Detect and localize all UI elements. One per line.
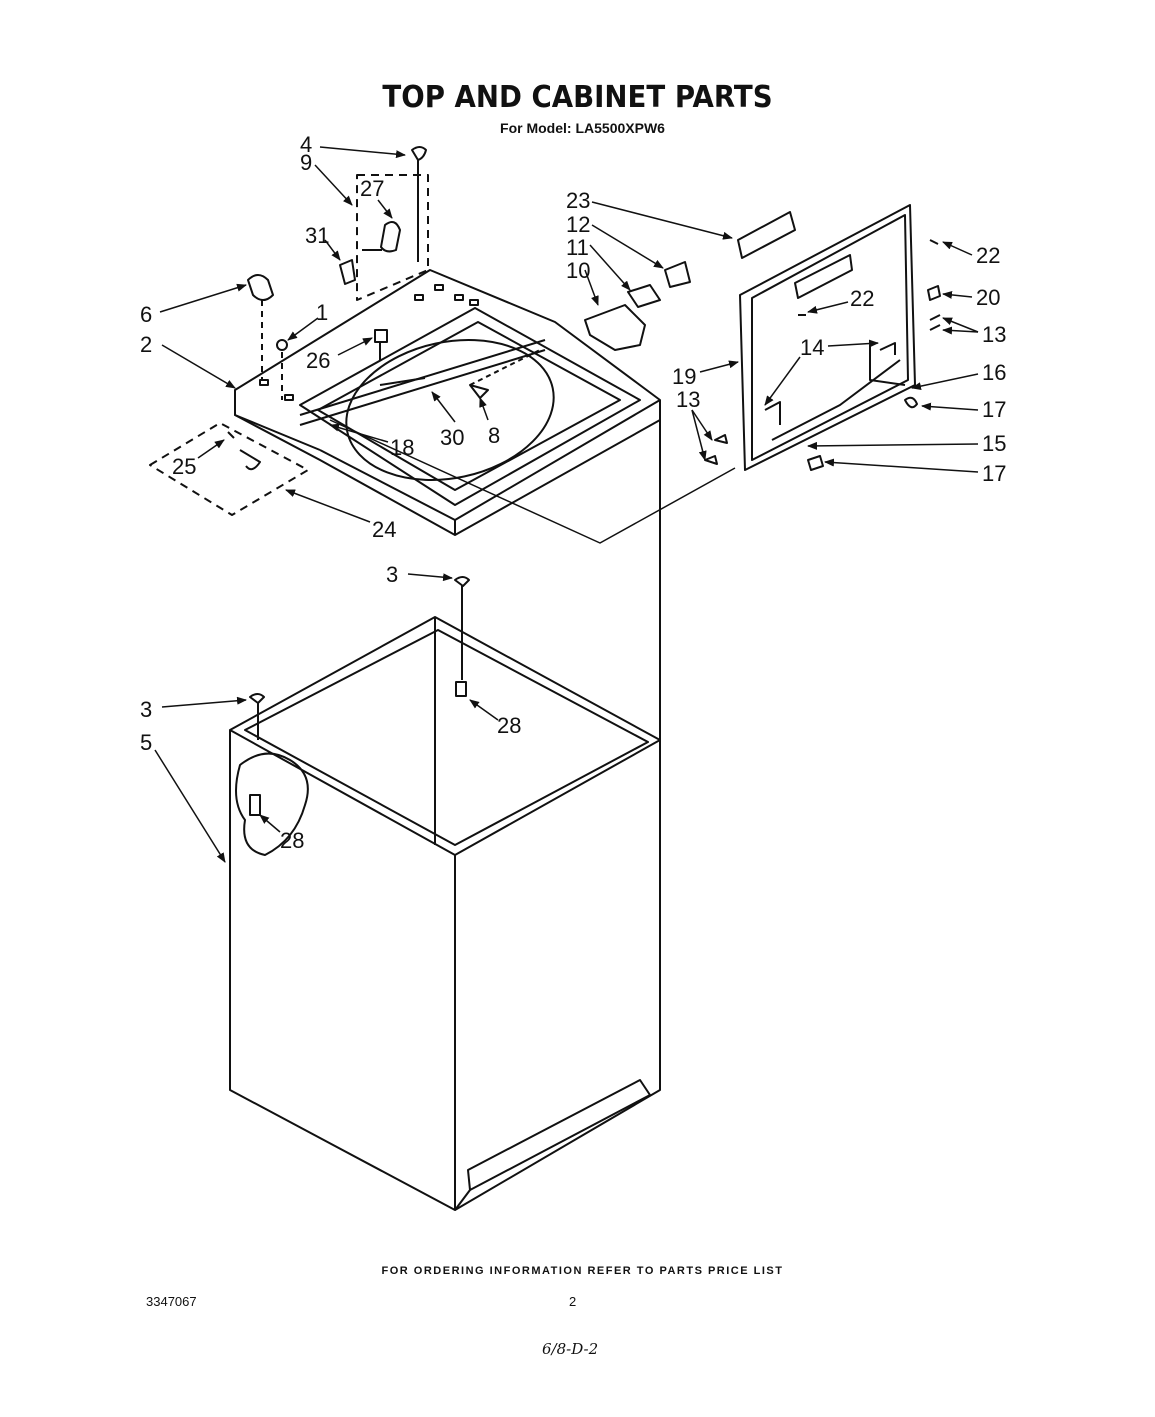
callout-20: 20: [976, 285, 1000, 310]
callout-26: 26: [306, 348, 330, 373]
callout-15: 15: [982, 431, 1006, 456]
page-number: 2: [569, 1294, 577, 1309]
callout-24: 24: [372, 517, 396, 542]
callout-13-left: 13: [676, 387, 700, 412]
callout-27: 27: [360, 176, 384, 201]
handwritten-note: 6/8-D-2: [542, 1340, 599, 1358]
callout-10: 10: [566, 258, 590, 283]
callout-8: 8: [488, 423, 500, 448]
callout-13-right: 13: [982, 322, 1006, 347]
callout-3-lower: 3: [140, 697, 152, 722]
callout-17-lower: 17: [982, 461, 1006, 486]
dashed-kit-box-24: [149, 422, 309, 516]
model-subtitle: For Model: LA5500XPW6: [500, 120, 665, 136]
callout-2: 2: [140, 332, 152, 357]
document-number: 3347067: [146, 1294, 197, 1309]
callout-6: 6: [140, 302, 152, 327]
callout-22-mid: 22: [850, 286, 874, 311]
callout-28-lower: 28: [280, 828, 304, 853]
callout-3-upper: 3: [386, 562, 398, 587]
lid-switch-parts: [584, 261, 691, 351]
ordering-note: FOR ORDERING INFORMATION REFER TO PARTS …: [381, 1265, 784, 1277]
callout-28-upper: 28: [497, 713, 521, 738]
callout-5: 5: [140, 730, 152, 755]
callout-18: 18: [390, 435, 414, 460]
callout-25: 25: [172, 454, 196, 479]
callout-11: 11: [566, 235, 589, 260]
callout-30: 30: [440, 425, 464, 450]
callout-1: 1: [316, 300, 328, 325]
callout-12: 12: [566, 212, 590, 237]
dashed-kit-box-9: [356, 174, 429, 301]
small-parts: [227, 146, 541, 471]
callout-4: 4: [300, 132, 312, 157]
callout-16: 16: [982, 360, 1006, 385]
callout-9: 9: [300, 150, 312, 175]
cabinet-body: [229, 420, 661, 1211]
callout-17-upper: 17: [982, 397, 1006, 422]
page-title: TOP AND CABINET PARTS: [382, 80, 773, 115]
callout-23: 23: [566, 188, 590, 213]
callout-22-top: 22: [976, 243, 1000, 268]
callout-14: 14: [800, 335, 824, 360]
callout-19: 19: [672, 364, 696, 389]
callout-31: 31: [305, 223, 329, 248]
